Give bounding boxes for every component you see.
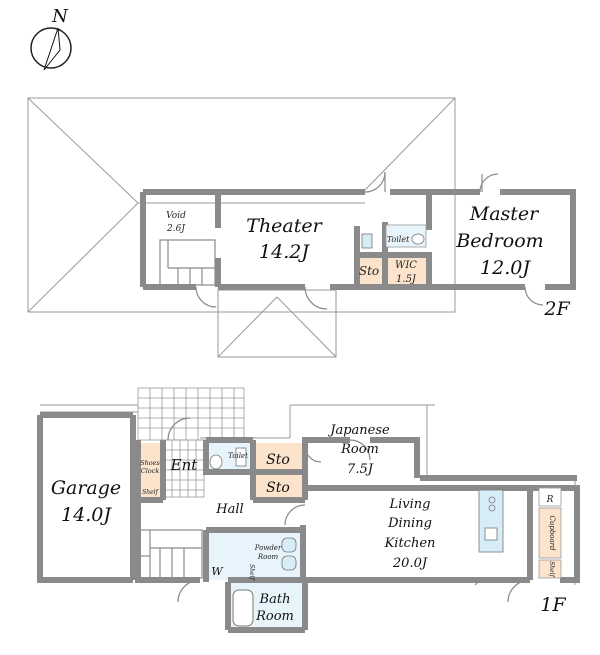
room-sto2-name: Sto [266,480,290,496]
room-wic-size: 1.5J [396,274,417,285]
room-void-size: 2.6J [166,224,186,234]
room-w-name: W [211,565,224,578]
room-toilet1f-name: Toilet [228,452,248,460]
room-toilet2f-name: Toilet [387,235,410,244]
room-garage-size: 14.0J [61,504,112,526]
room-shelf3-name: Shelf [548,561,555,578]
room-ldk-line2: Dining [387,516,432,531]
room-bath-line2: Room [255,609,294,624]
room-japanese-name-2: Room [340,442,379,457]
toilet-2f-icon [411,233,425,245]
compass: N [30,6,72,71]
toilet-1f-icon [235,447,247,467]
room-master-name-1: Master [469,203,540,225]
doors-2f [195,171,544,310]
room-master-name-2: Bedroom [455,230,543,252]
compass-label: N [51,6,69,27]
sink-2-icon [281,555,297,571]
room-japanese-size: 7.5J [347,462,374,477]
room-shoes-line2: Clock [141,467,160,475]
doors-1f [167,417,531,603]
room-r-name: R [546,495,554,505]
floor-2f-label: 2F [543,298,570,320]
room-hall-name: Hall [215,502,243,517]
room-sto1-name: Sto [266,452,290,468]
kitchen-sink-icon [484,527,498,541]
walls-2f [140,189,576,290]
roof-outline [27,97,456,358]
sink-2f-icon [361,233,373,249]
walls-1f [37,412,580,633]
floor-2f: Void 2.6J Theater 14.2J Master Bedroom 1… [27,97,576,358]
room-japanese-name-1: Japanese [327,423,390,438]
room-shelf2-name: Shelf [248,564,255,581]
room-ldk-size: 20.0J [392,556,428,571]
sink-1-icon [281,537,297,553]
stair-2f [159,239,216,286]
room-garage-name: Garage [51,477,121,499]
room-ldk-line3: Kitchen [384,536,436,551]
room-master-size: 12.0J [480,257,531,279]
room-cupboard-name: Cupboard [548,515,556,551]
room-powder-line2: Room [257,553,279,561]
floor-1f-label: 1F [540,594,566,616]
floor-1f: Garage 14.0J Shoes Clock Shelf Ent Toile… [37,387,580,633]
room-ldk-line1: Living [389,497,431,512]
kitchen-counter-icon [478,489,504,553]
room-powder-line1: Powder [254,544,282,552]
stair-1f [139,529,203,579]
room-wic-name: WIC [395,260,417,271]
room-bath-line1: Bath [259,592,291,607]
room-sto2f-name: Sto [359,264,379,278]
room-theater-size: 14.2J [259,241,310,263]
room-shelf1-name: Shelf [142,489,159,496]
compass-circle-icon [30,27,72,69]
room-void-name: Void [166,211,186,221]
room-shoes-line1: Shoes [140,459,160,467]
bathtub-icon [232,589,254,627]
room-ent-name: Ent [170,456,199,474]
room-theater-name: Theater [246,215,323,237]
